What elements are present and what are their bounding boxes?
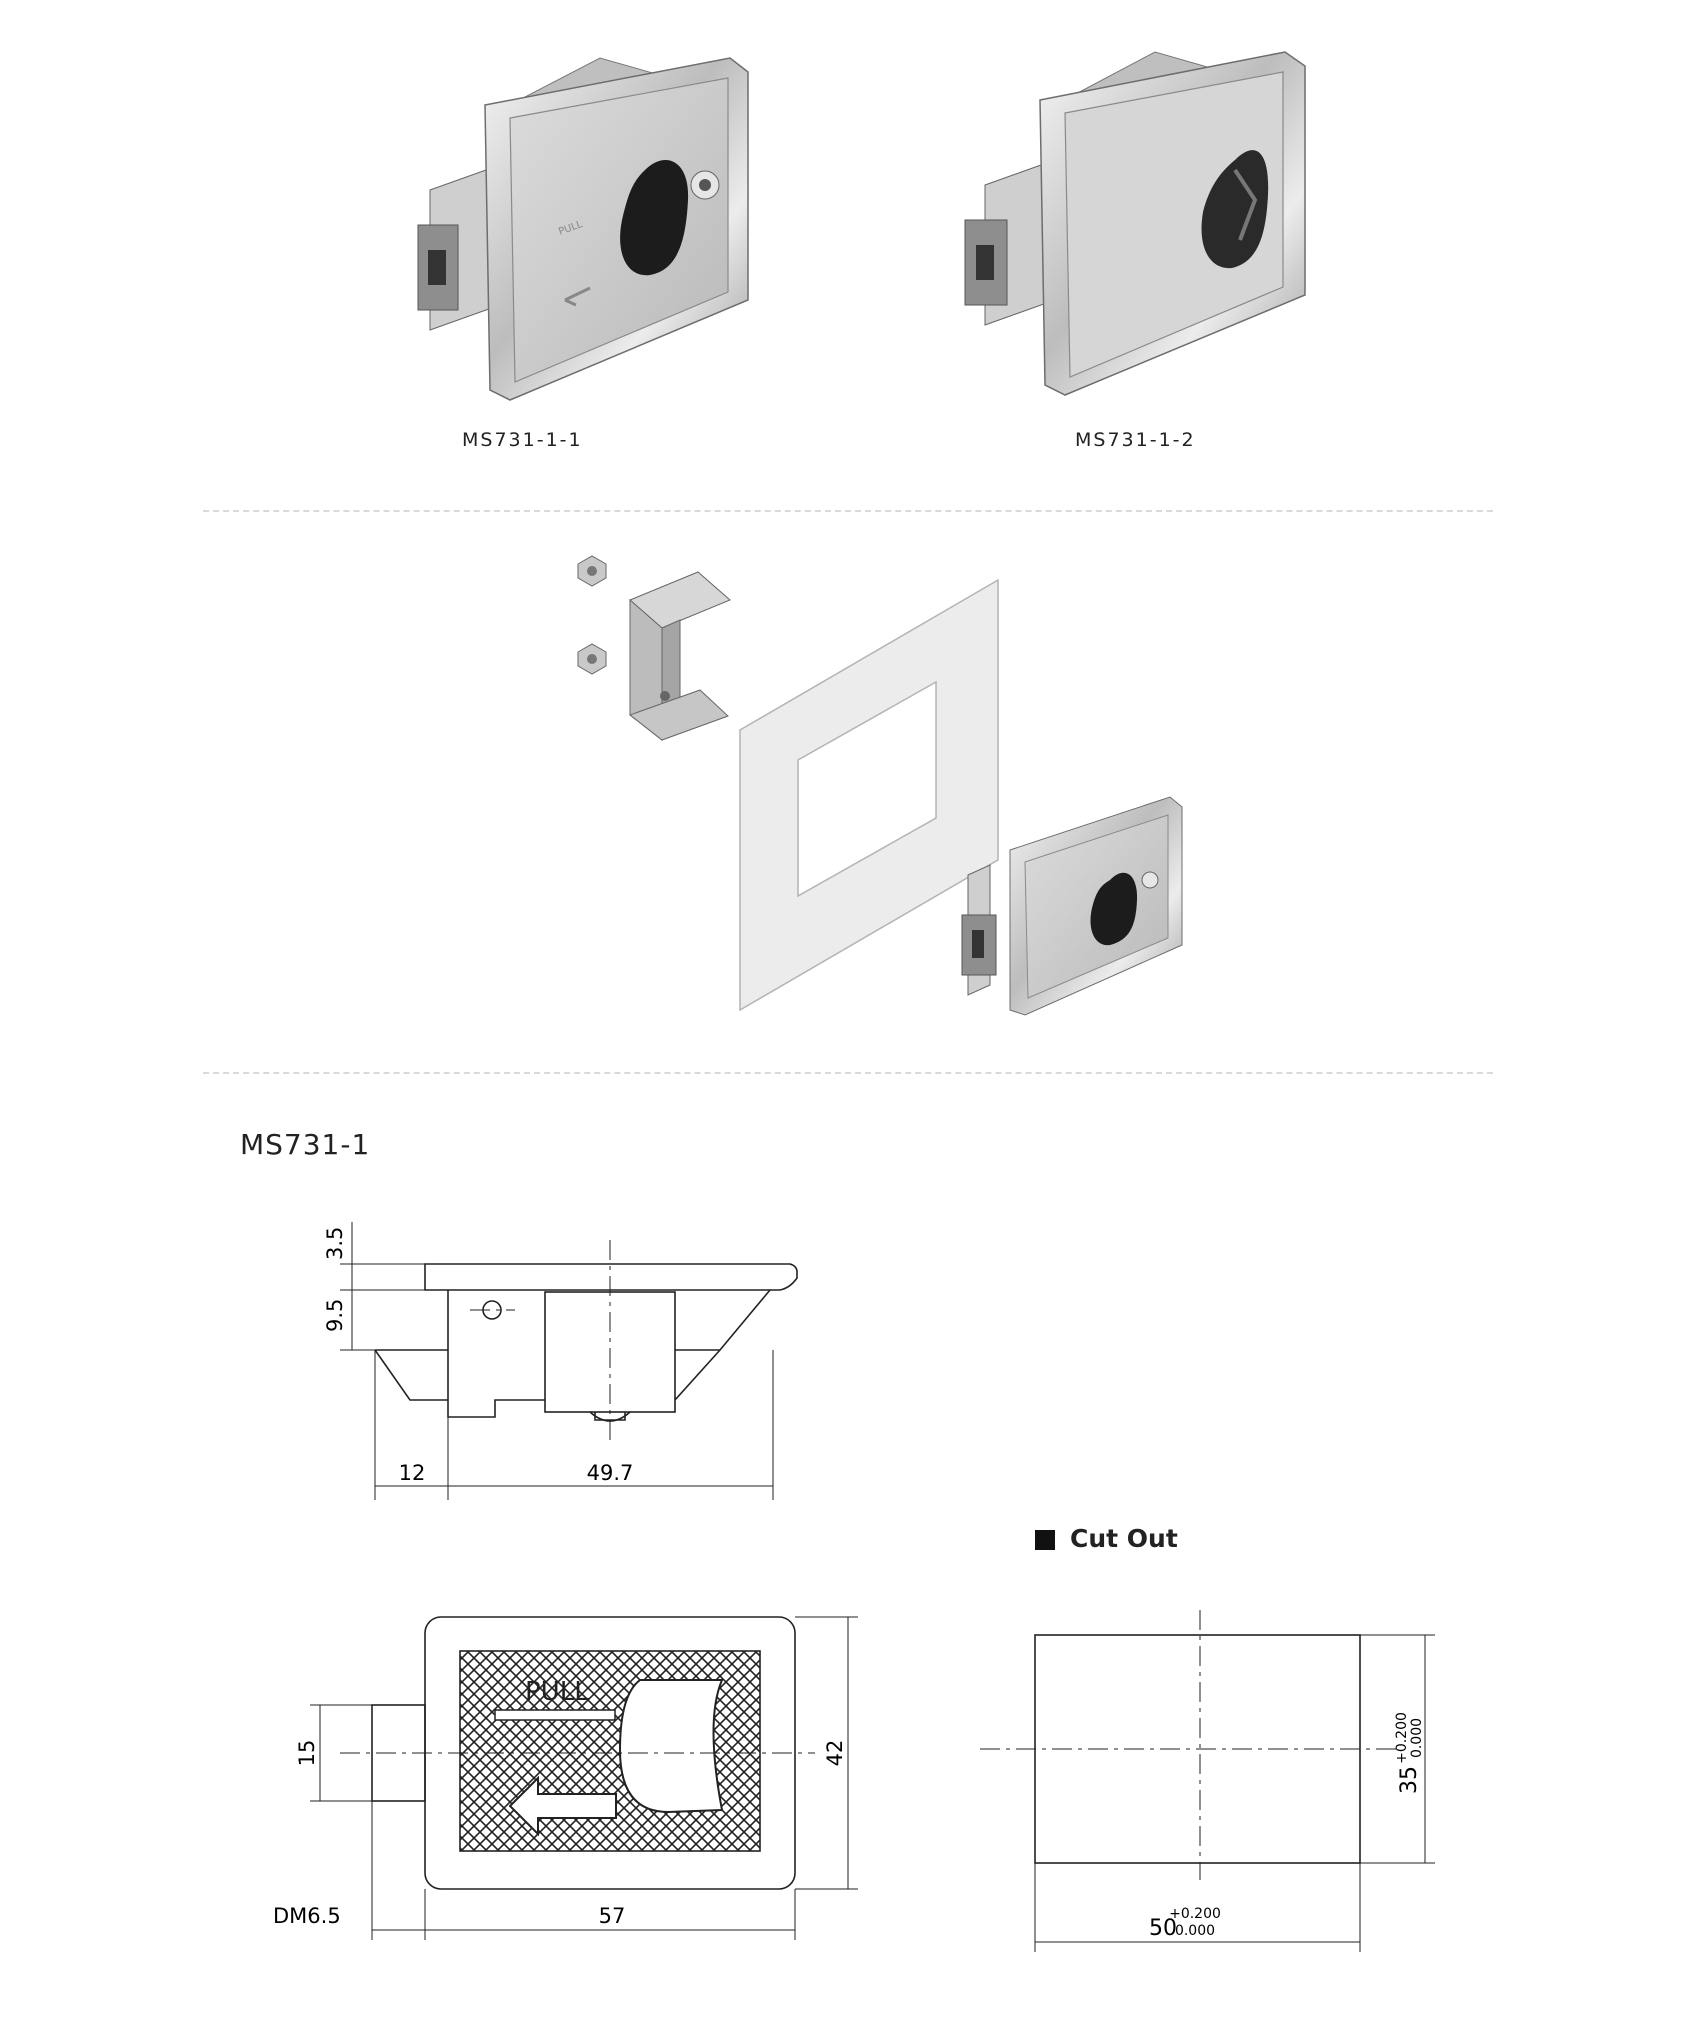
dim-9-5: 9.5 (323, 1299, 347, 1332)
dim-15: 15 (295, 1740, 319, 1767)
divider-bottom (203, 1072, 1493, 1074)
cutout-drawing: 35 +0.200 0.000 50 +0.200 0.000 (980, 1610, 1435, 1952)
plate-text-pull: PULL (525, 1677, 589, 1707)
dim-dm6-5: DM6.5 (273, 1904, 341, 1928)
hex-nut-bottom (577, 643, 607, 675)
dim-3-5: 3.5 (323, 1227, 347, 1260)
exploded-assembly (577, 555, 1183, 1016)
dim-49-7: 49.7 (587, 1461, 634, 1485)
drawing-title: MS731-1 (240, 1128, 371, 1161)
dim-42: 42 (823, 1740, 847, 1767)
divider-top (203, 510, 1493, 512)
cutout-height-tol-lower: 0.000 (1409, 1718, 1425, 1758)
side-view-drawing: 3.5 9.5 12 49.7 (323, 1222, 798, 1500)
latch-render-ms731-1-2 (964, 51, 1306, 396)
latch-render-ms731-1-1: PULL (417, 57, 749, 401)
cutout-height-tol-upper: +0.200 (1394, 1712, 1410, 1764)
door-panel (739, 578, 999, 1012)
dim-57: 57 (599, 1904, 626, 1928)
product-caption-2: MS731-1-2 (1075, 429, 1196, 451)
u-bracket (628, 571, 731, 742)
front-view-drawing: PULL 42 15 57 DM6.5 (273, 1616, 858, 1940)
cutout-square-marker (1035, 1530, 1055, 1550)
cutout-height: 35 (1397, 1766, 1422, 1794)
latch-render-small (961, 796, 1183, 1016)
cutout-width-tol-upper: +0.200 (1169, 1906, 1221, 1922)
product-renders: PULL MS731-1-1 MS731-1-2 (417, 51, 1306, 451)
dim-12: 12 (399, 1461, 426, 1485)
hex-nut-top (577, 555, 607, 587)
product-caption-1: MS731-1-1 (462, 429, 583, 451)
cutout-title: Cut Out (1070, 1524, 1178, 1553)
cutout-width: 50 (1149, 1916, 1177, 1941)
cutout-width-tol-lower: 0.000 (1175, 1923, 1215, 1939)
